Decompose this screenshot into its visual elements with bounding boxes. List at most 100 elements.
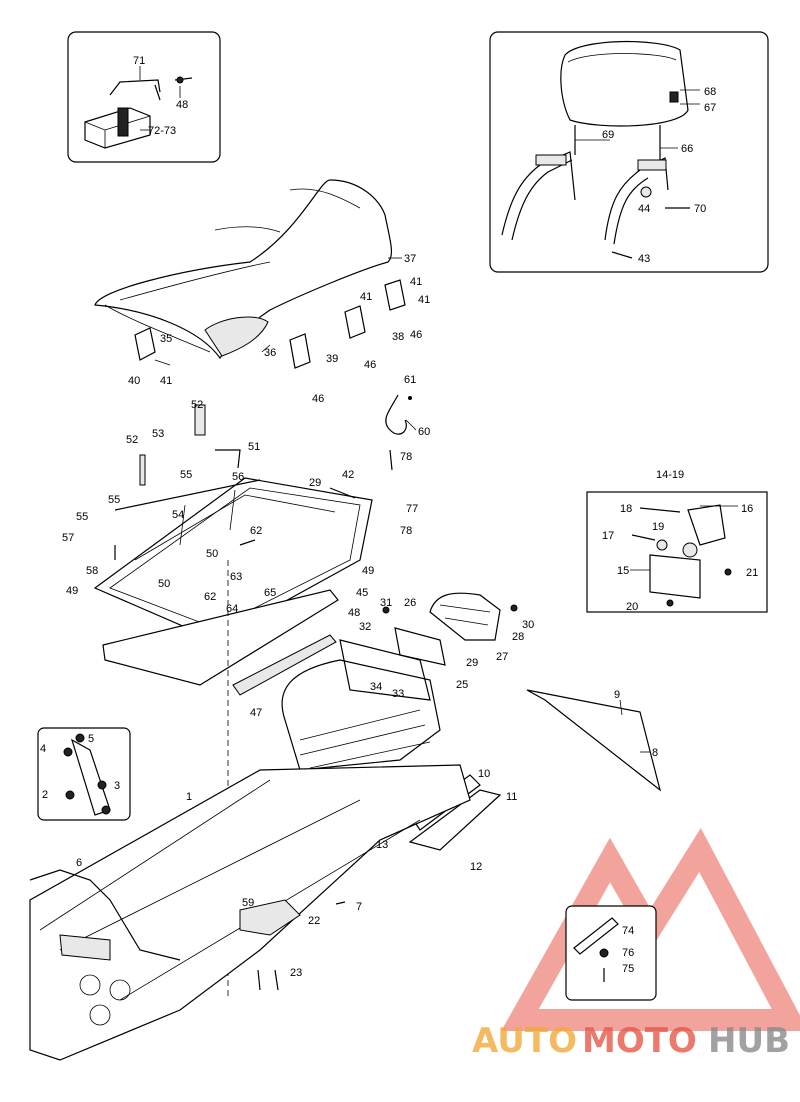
label-10: 10 xyxy=(478,768,490,780)
label-18: 18 xyxy=(620,503,632,515)
label-39: 39 xyxy=(326,353,338,365)
label-56: 56 xyxy=(232,471,244,483)
label-54: 54 xyxy=(172,509,184,521)
label-57: 57 xyxy=(62,532,74,544)
label-75: 75 xyxy=(622,963,634,975)
inset-clip: 74 76 75 xyxy=(565,905,657,1001)
storage-box: 52 53 52 51 55 56 29 42 55 54 55 77 57 5… xyxy=(62,399,418,1000)
label-3: 3 xyxy=(114,780,120,792)
inset-hinge: 14-19 18 16 17 19 15 21 20 xyxy=(586,469,768,613)
label-49b: 49 xyxy=(362,565,374,577)
label-12: 12 xyxy=(470,861,482,873)
label-32: 32 xyxy=(359,621,371,633)
label-23: 23 xyxy=(290,967,302,979)
label-49a: 49 xyxy=(66,585,78,597)
label-11: 11 xyxy=(506,791,517,803)
label-53: 53 xyxy=(152,428,164,440)
label-8: 8 xyxy=(652,747,658,759)
watermark-moto: MOTO xyxy=(582,1021,697,1061)
label-76: 76 xyxy=(622,947,634,959)
label-34: 34 xyxy=(370,681,382,693)
frame-assembly: 9 8 10 11 13 12 1 6 7 59 22 23 xyxy=(29,689,662,1061)
label-6: 6 xyxy=(76,857,82,869)
label-33: 33 xyxy=(392,688,404,700)
label-1: 1 xyxy=(186,791,192,803)
label-78b: 78 xyxy=(400,525,412,537)
label-52b: 52 xyxy=(126,434,138,446)
label-46b: 46 xyxy=(364,359,376,371)
label-48: 48 xyxy=(176,99,188,111)
label-29a: 29 xyxy=(309,477,321,489)
inset-backrest: 68 67 69 66 44 70 43 xyxy=(489,31,769,273)
label-42: 42 xyxy=(342,469,354,481)
label-4: 4 xyxy=(40,743,46,755)
label-66: 66 xyxy=(681,143,693,155)
label-78a: 78 xyxy=(400,451,412,463)
label-46c: 46 xyxy=(312,393,324,405)
label-5: 5 xyxy=(88,733,94,745)
label-72-73: 72-73 xyxy=(148,125,176,137)
label-13: 13 xyxy=(376,839,388,851)
label-51: 51 xyxy=(248,441,260,453)
label-69: 69 xyxy=(602,129,614,141)
label-52a: 52 xyxy=(191,399,203,411)
label-36: 36 xyxy=(264,347,276,359)
label-29b: 29 xyxy=(466,657,478,669)
label-38: 38 xyxy=(392,331,404,343)
inset-straps: 4 5 3 2 xyxy=(37,727,131,821)
seat-assembly: 37 41 41 41 38 46 35 36 39 40 41 46 46 xyxy=(94,179,430,405)
watermark-hub: HUB xyxy=(708,1021,790,1061)
watermark-auto: AUTO xyxy=(472,1021,577,1061)
label-74: 74 xyxy=(622,925,634,937)
label-41d: 41 xyxy=(160,375,172,387)
label-20: 20 xyxy=(626,601,638,613)
label-47: 47 xyxy=(250,707,262,719)
label-61: 61 xyxy=(404,374,416,386)
label-46a: 46 xyxy=(410,329,422,341)
label-64: 64 xyxy=(226,603,238,615)
label-50b: 50 xyxy=(158,578,170,590)
label-44: 44 xyxy=(638,203,650,215)
label-68: 68 xyxy=(704,86,716,98)
label-2: 2 xyxy=(42,789,48,801)
label-41a: 41 xyxy=(410,276,422,288)
label-58: 58 xyxy=(86,565,98,577)
label-27: 27 xyxy=(496,651,508,663)
label-77: 77 xyxy=(406,503,418,515)
label-31: 31 xyxy=(380,597,392,609)
label-41b: 41 xyxy=(418,294,430,306)
label-60: 60 xyxy=(418,426,430,438)
label-26: 26 xyxy=(404,597,416,609)
label-40: 40 xyxy=(128,375,140,387)
label-62b: 62 xyxy=(204,591,216,603)
watermark-text: AUTO MOTO HUB xyxy=(472,1021,790,1061)
label-55b: 55 xyxy=(108,494,120,506)
label-45: 45 xyxy=(356,587,368,599)
label-21: 21 xyxy=(746,567,758,579)
label-30: 30 xyxy=(522,619,534,631)
label-14-19: 14-19 xyxy=(656,469,684,481)
label-19: 19 xyxy=(652,521,664,533)
tail-light-assembly: 31 26 32 30 28 29 27 25 34 33 47 xyxy=(250,592,534,771)
inset-strap: 71 48 72-73 xyxy=(67,31,221,163)
label-35: 35 xyxy=(160,333,172,345)
label-7: 7 xyxy=(356,901,362,913)
label-50a: 50 xyxy=(206,548,218,560)
label-9: 9 xyxy=(614,689,620,701)
cable-assembly: 61 60 78 xyxy=(385,374,430,471)
label-55a: 55 xyxy=(180,469,192,481)
label-37: 37 xyxy=(404,253,416,265)
label-41c: 41 xyxy=(360,291,372,303)
label-67: 67 xyxy=(704,102,716,114)
label-71: 71 xyxy=(133,55,145,67)
label-25: 25 xyxy=(456,679,468,691)
label-16: 16 xyxy=(741,503,753,515)
label-48b: 48 xyxy=(348,607,360,619)
label-15: 15 xyxy=(617,565,629,577)
label-22: 22 xyxy=(308,915,320,927)
label-70: 70 xyxy=(694,203,706,215)
label-59: 59 xyxy=(242,897,254,909)
label-55c: 55 xyxy=(76,511,88,523)
label-65: 65 xyxy=(264,587,276,599)
